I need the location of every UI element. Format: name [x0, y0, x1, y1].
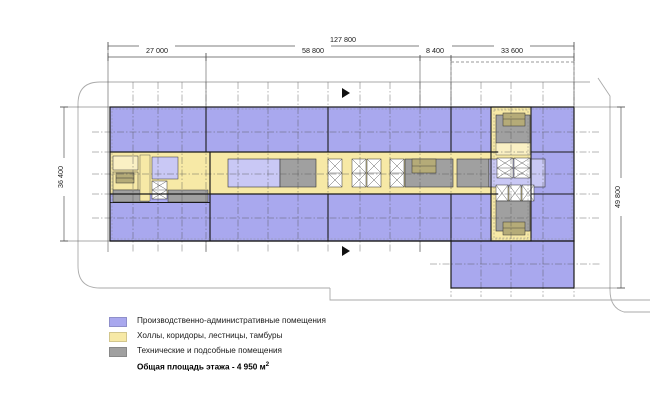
elevator-bank-right-upper [496, 157, 531, 179]
core-cluster-2 [351, 158, 382, 188]
legend-total-row: Общая площадь этажа - 4 950 м2 [109, 359, 326, 374]
legend-label-corridor: Холлы, коридоры, лестницы, тамбуры [137, 331, 283, 341]
legend-total-superscript: 2 [265, 361, 270, 368]
legend-item-technical: Технические и подсобные помещения [109, 344, 326, 359]
site-boundary [77, 77, 650, 313]
legend-swatch-corridor [109, 331, 127, 342]
legend-total-area: Общая площадь этажа - 4 950 м2 [137, 362, 269, 372]
core-cluster-1 [327, 158, 343, 188]
section-markers [342, 88, 350, 256]
section-marker-top-icon [342, 88, 350, 98]
legend-item-production: Производственно-административные помещен… [109, 314, 326, 329]
dim-label-left-vertical: 36 400 [56, 166, 65, 188]
dim-label-seg-2: 58 800 [302, 46, 324, 55]
dim-label-seg-1: 27 000 [146, 46, 168, 55]
room-technical-l2 [167, 189, 209, 203]
stair-right-top [502, 112, 526, 127]
dimension-left-36400: 36 400 [56, 106, 112, 242]
dimension-right-49800: 49 800 [575, 106, 625, 289]
building-plan [92, 82, 600, 297]
core-cluster-3 [389, 158, 405, 188]
legend-label-technical: Технические и подсобные помещения [137, 346, 282, 356]
dimension-block-top: 127 800 27 000 58 800 8 400 [107, 33, 575, 252]
dim-label-seg-4: 33 600 [501, 46, 523, 55]
zone-production-se-wing [451, 241, 574, 288]
legend-total-text: Общая площадь этажа - 4 950 м [137, 362, 266, 372]
legend-swatch-spacer [109, 362, 127, 372]
section-marker-bottom-icon [342, 246, 350, 256]
legend-swatch-production [109, 316, 127, 327]
stair-right-bottom [502, 221, 526, 236]
elevator-bank-right-lower [495, 184, 535, 202]
wall-lines [109, 106, 575, 289]
dim-label-right-vertical: 49 800 [613, 186, 622, 208]
room-production-c1 [227, 158, 281, 188]
legend-label-production: Производственно-административные помещен… [137, 316, 326, 326]
legend-swatch-technical [109, 346, 127, 357]
left-end-rooms [110, 154, 210, 203]
legend-item-corridor: Холлы, коридоры, лестницы, тамбуры [109, 329, 326, 344]
dim-label-overall: 127 800 [330, 35, 356, 44]
room-production-l2 [151, 156, 179, 180]
legend: Производственно-административные помещен… [109, 314, 326, 374]
dim-segments-row: 27 000 58 800 8 400 33 600 [107, 45, 575, 61]
room-technical-c3 [456, 158, 490, 188]
dim-label-seg-3: 8 400 [426, 46, 444, 55]
